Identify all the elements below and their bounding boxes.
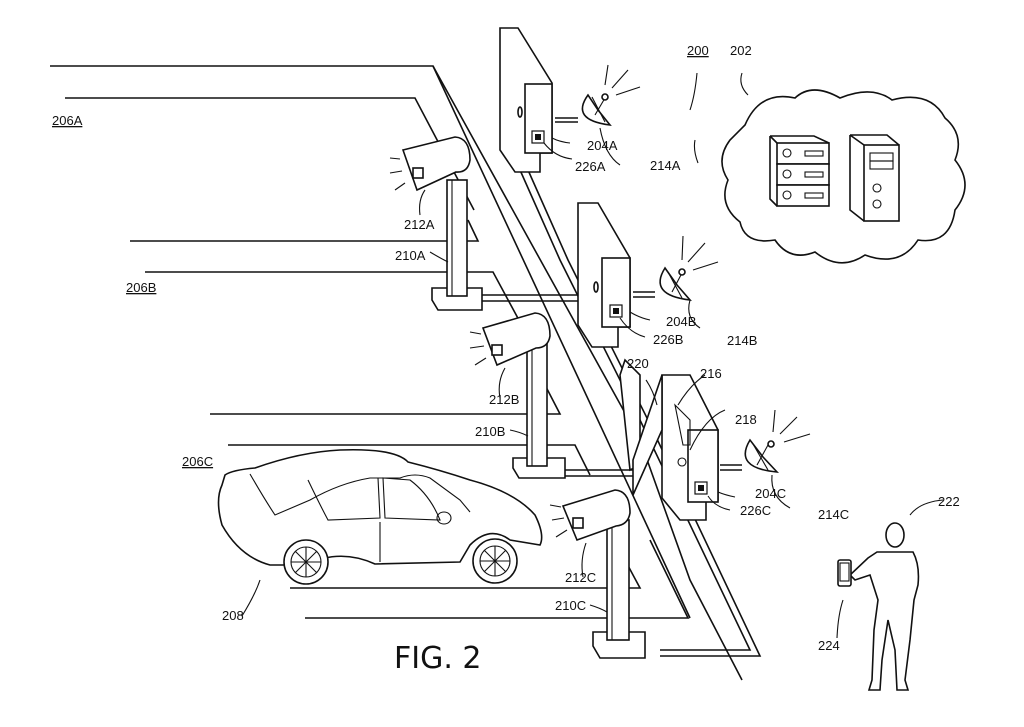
label-204b: 204B bbox=[666, 314, 696, 329]
label-212b: 212B bbox=[489, 392, 519, 407]
label-214a: 214A bbox=[650, 158, 681, 173]
label-210a: 210A bbox=[395, 248, 426, 263]
camera-b bbox=[469, 312, 551, 367]
person bbox=[837, 522, 920, 691]
label-222: 222 bbox=[938, 494, 960, 509]
label-212c: 212C bbox=[565, 570, 596, 585]
controller-b bbox=[577, 202, 655, 348]
label-206c: 206C bbox=[182, 454, 213, 469]
label-204a: 204A bbox=[587, 138, 618, 153]
label-210c: 210C bbox=[555, 598, 586, 613]
label-208: 208 bbox=[222, 608, 244, 623]
label-214b: 214B bbox=[727, 333, 757, 348]
label-214c: 214C bbox=[818, 507, 849, 522]
camera-a bbox=[389, 136, 471, 192]
controller-a bbox=[499, 27, 578, 173]
label-206b: 206B bbox=[126, 280, 156, 295]
antenna-b bbox=[659, 235, 719, 302]
label-216: 216 bbox=[700, 366, 722, 381]
label-210b: 210B bbox=[475, 424, 505, 439]
labels: 206A 206B 206C 212A 210A 212B 210B 212C … bbox=[52, 43, 960, 676]
pole-a bbox=[431, 179, 483, 311]
antenna-a bbox=[581, 64, 641, 127]
label-224: 224 bbox=[818, 638, 840, 653]
label-206a: 206A bbox=[52, 113, 83, 128]
pole-b bbox=[512, 341, 566, 479]
label-200: 200 bbox=[687, 43, 709, 58]
label-226a: 226A bbox=[575, 159, 606, 174]
label-218: 218 bbox=[735, 412, 757, 427]
label-226b: 226B bbox=[653, 332, 683, 347]
label-212a: 212A bbox=[404, 217, 435, 232]
pole-c bbox=[592, 519, 646, 659]
label-202: 202 bbox=[730, 43, 752, 58]
camera-c bbox=[549, 489, 631, 542]
cloud bbox=[721, 89, 966, 264]
controller-c bbox=[619, 358, 742, 521]
label-204c: 204C bbox=[755, 486, 786, 501]
label-220: 220 bbox=[627, 356, 649, 371]
antenna-c bbox=[744, 409, 811, 473]
vehicle bbox=[217, 448, 543, 585]
leader-lines bbox=[241, 72, 944, 639]
label-226c: 226C bbox=[740, 503, 771, 518]
figure-title: FIG. 2 bbox=[394, 641, 482, 676]
